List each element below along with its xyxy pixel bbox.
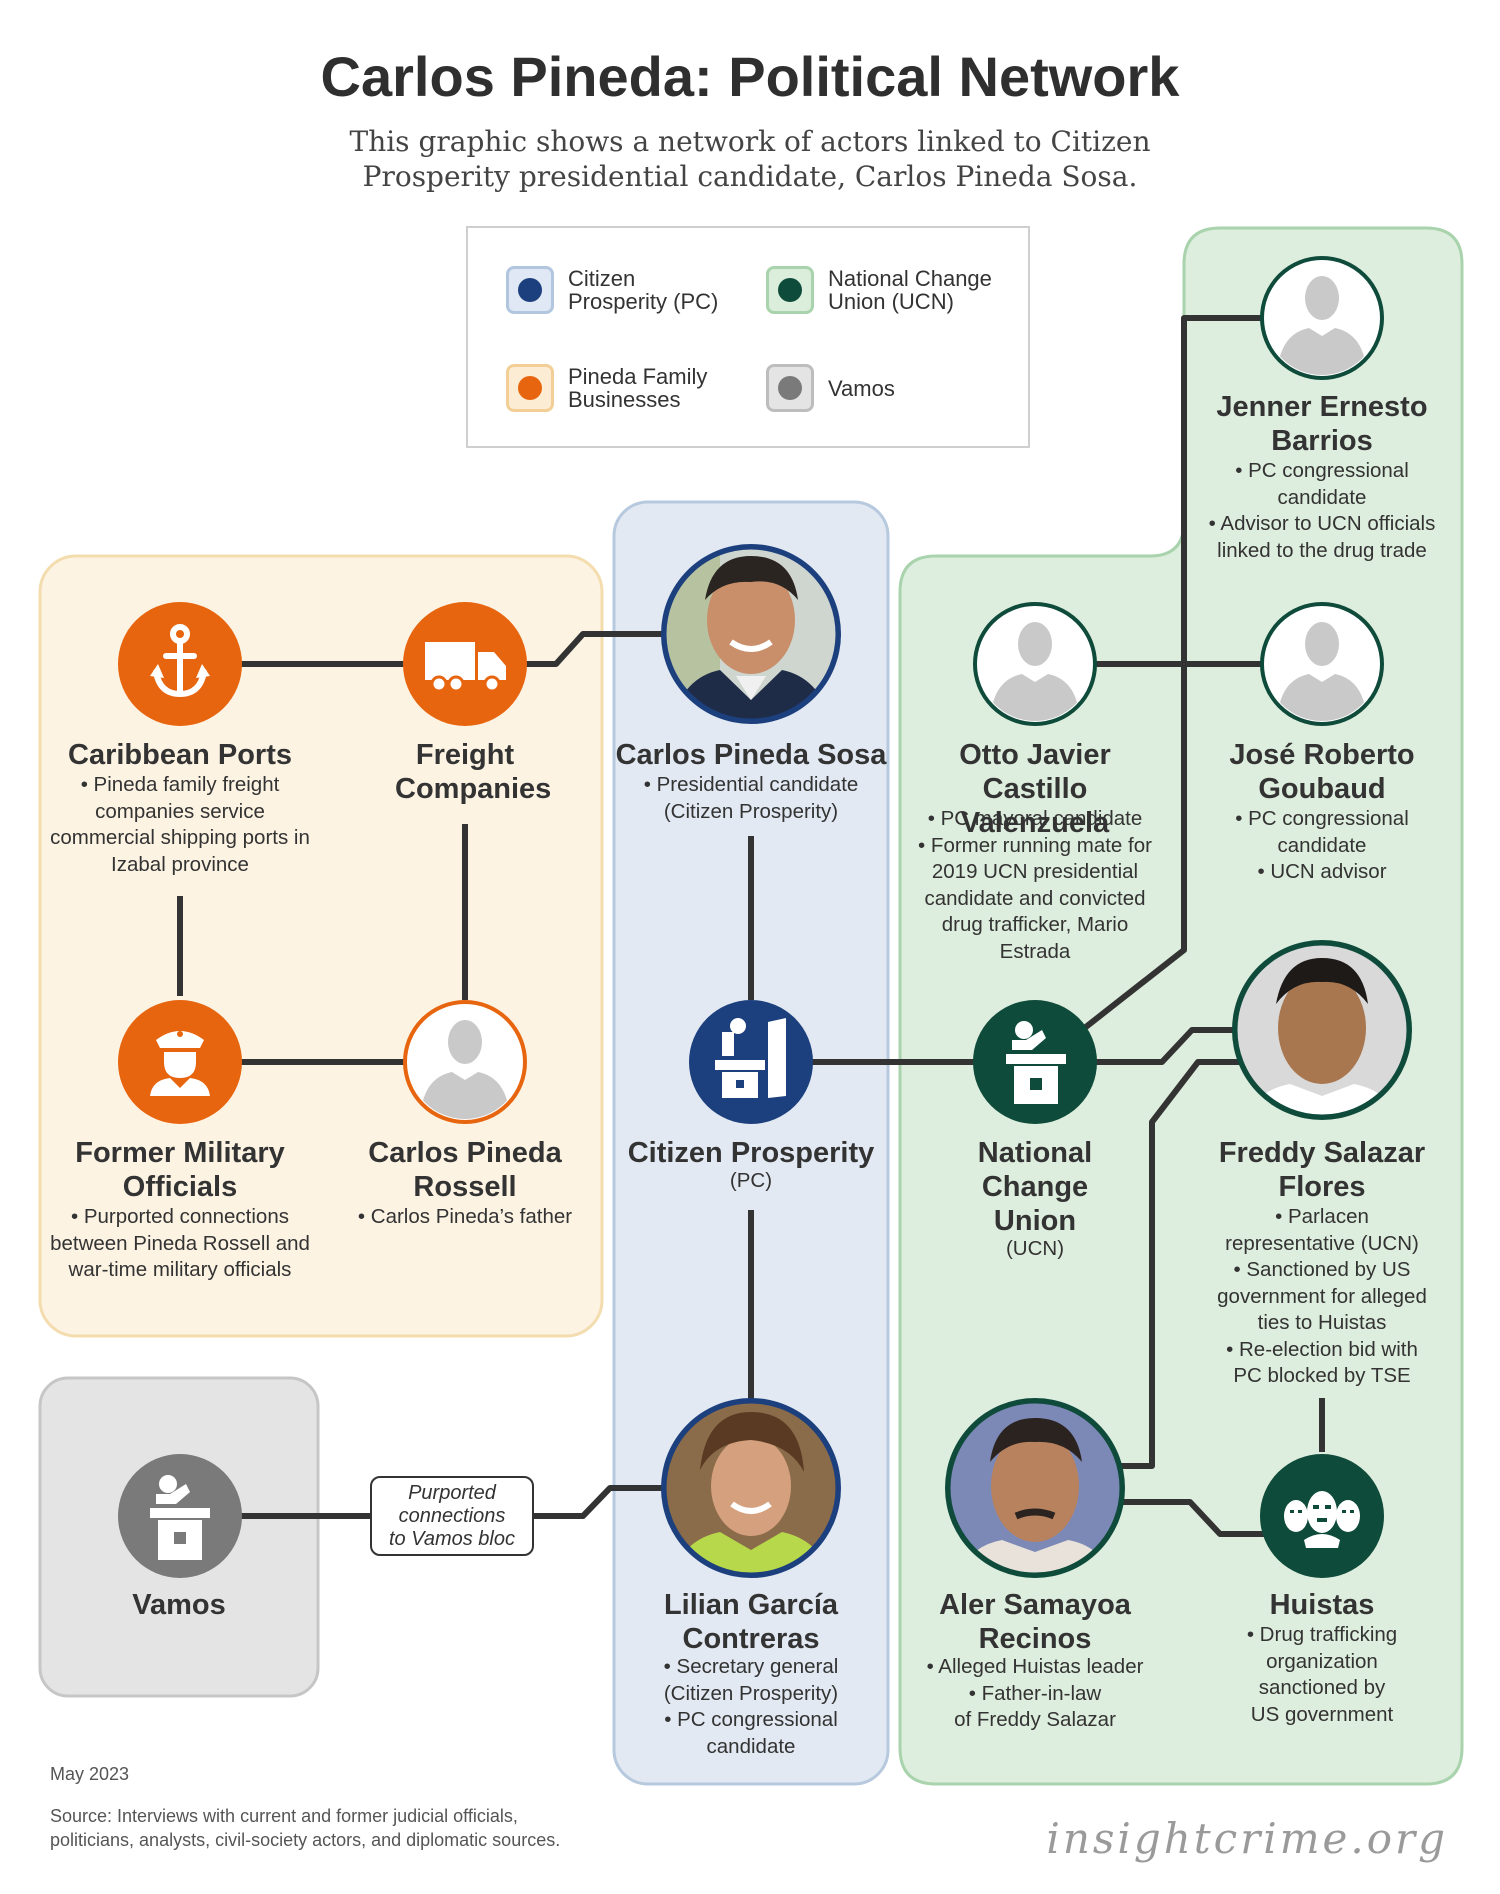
legend-swatch-pc [506,266,554,314]
freight-companies-title: Freight Companies [395,739,552,805]
legend-item-ucn: National Change Union (UCN) [766,266,1008,314]
family-businesses-panel [38,554,604,1338]
jenner-ernesto-barrios-desc: • PC congressional candidate • Advisor t… [1208,459,1436,562]
military-officer-icon [118,1000,242,1124]
otto-silhouette-icon [973,602,1097,726]
legend-label-pc: Citizen Prosperity (PC) [568,266,719,314]
citizen-prosperity-title: Citizen Prosperity [627,1137,875,1169]
page-title: Carlos Pineda: Political Network [320,45,1180,108]
carlos-pineda-sosa-photo [661,544,841,724]
former-military-officials-desc: • Purported connections between Pineda R… [50,1205,310,1281]
brand-wordmark: insightcrime.org [1046,1814,1448,1863]
jose-roberto-goubaud-desc: • PC congressional candidate • UCN advis… [1235,807,1409,883]
carlos-pineda-rossell-title: Carlos Pineda Rossell [368,1137,562,1203]
freddy-salazar-flores-photo [1232,940,1412,1120]
vamos-title: Vamos [132,1589,226,1621]
caribbean-ports-title: Caribbean Ports [68,739,292,771]
citizen-prosperity-podium-icon [689,1000,813,1124]
national-change-union-desc: (UCN) [1005,1237,1065,1260]
page-subtitle: This graphic shows a network of actors l… [349,125,1151,193]
truck-icon [403,602,527,726]
legend-item-family: Pineda Family Businesses [506,364,728,412]
aler-samayoa-recinos-photo [945,1398,1125,1578]
former-military-officials-title: Former Military Officials [75,1137,285,1203]
aler-samayoa-recinos-title: Aler Samayoa Recinos [939,1589,1131,1655]
national-change-union-title: National Change Union [977,1137,1093,1237]
footer-date: May 2023 [50,1764,130,1784]
legend: Citizen Prosperity (PC) National Change … [466,226,1030,448]
goubaud-silhouette-icon [1260,602,1384,726]
aler-samayoa-recinos-desc: • Alleged Huistas leader • Father-in-law… [926,1655,1144,1731]
huistas-desc: • Drug trafficking organization sanction… [1246,1623,1398,1726]
legend-label-family: Pineda Family Businesses [568,364,708,412]
legend-item-vamos: Vamos [766,364,1008,412]
huistas-masks-icon [1260,1454,1384,1578]
otto-castillo-desc: • PC mayoral candidate • Former running … [918,807,1152,963]
legend-item-pc: Citizen Prosperity (PC) [506,266,728,314]
jenner-silhouette-icon [1260,256,1384,380]
lilian-garcia-contreras-title: Lilian García Contreras [663,1589,839,1655]
freddy-salazar-flores-title: Freddy Salazar Flores [1218,1137,1426,1203]
anchor-icon [118,602,242,726]
citizen-prosperity-desc: (PC) [729,1169,773,1192]
vamos-connection-label: Purported connections to Vamos bloc [370,1476,534,1556]
link-ucn-jenner [1080,315,1265,1033]
carlos-pineda-rossell-desc: • Carlos Pineda’s father [357,1205,573,1228]
freddy-salazar-flores-desc: • Parlacen representative (UCN) • Sancti… [1217,1205,1427,1387]
footer-source: Source: Interviews with current and form… [50,1806,561,1850]
link-aler-freddy [1120,1059,1250,1469]
link-ucn-freddy [1035,1027,1235,1065]
vamos-podium-icon [118,1454,242,1578]
lilian-garcia-contreras-desc: • Secretary general (Citizen Prosperity)… [663,1655,839,1758]
legend-label-ucn: National Change Union (UCN) [828,266,992,314]
legend-swatch-vamos [766,364,814,412]
huistas-title: Huistas [1269,1589,1375,1621]
jose-roberto-goubaud-title: José Roberto Goubaud [1229,739,1415,805]
carlos-pineda-sosa-title: Carlos Pineda Sosa [615,739,887,771]
national-change-union-podium-icon [973,1000,1097,1124]
carlos-pineda-sosa-desc: • Presidential candidate (Citizen Prospe… [643,773,859,823]
person-silhouette-icon [403,1000,527,1124]
legend-label-vamos: Vamos [828,375,895,401]
otto-castillo-title: Otto Javier Castillo Valenzuela [959,739,1111,839]
caribbean-ports-desc: • Pineda family freight companies servic… [50,773,310,876]
legend-swatch-ucn [766,266,814,314]
legend-swatch-family [506,364,554,412]
jenner-ernesto-barrios-title: Jenner Ernesto Barrios [1216,391,1428,457]
